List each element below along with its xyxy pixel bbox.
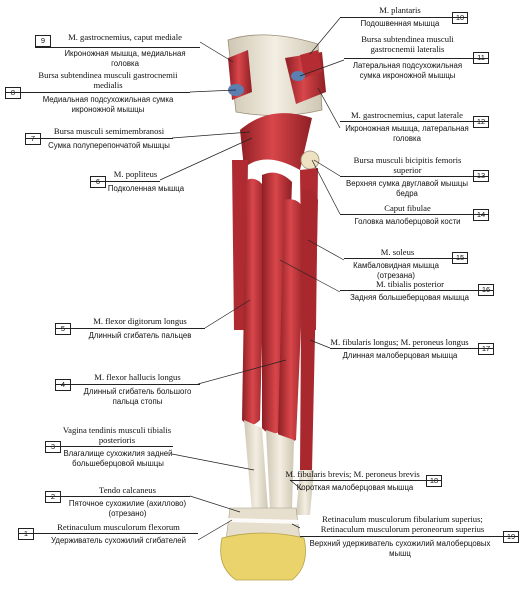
label-8-latin: Bursa subtendinea musculi gastrocnemii m… (38, 70, 178, 90)
label-3-rule (45, 446, 173, 447)
label-19-rule (300, 536, 519, 537)
label-8-rule (5, 92, 190, 93)
label-1-rule (18, 533, 198, 534)
fibula-head (300, 150, 320, 170)
label-9-number: 9 (35, 35, 51, 47)
label-13-russian: Верхняя сумка двуглавой мышцы бедра (346, 179, 468, 198)
label-16-russian: Задняя большеберцовая мышца (350, 293, 469, 302)
label-1-latin: Retinaculum musculorum flexorum (57, 522, 180, 532)
label-14-latin: Caput fibulae (384, 203, 431, 213)
label-18-russian: Короткая малоберцовая мышца (296, 483, 414, 492)
label-16-rule (340, 290, 494, 291)
fibular-tendons (296, 470, 314, 515)
label-12-rule (340, 121, 488, 122)
tendons-lower (244, 420, 268, 512)
label-19-latin: Retinaculum musculorum fibularium superi… (320, 514, 485, 534)
retinaculum (225, 518, 301, 524)
label-14-number: 14 (473, 209, 489, 221)
label-14-russian: Головка малоберцовой кости (354, 217, 461, 226)
flexor-digitorum-longus-muscle (242, 178, 266, 425)
label-15-latin: M. soleus (380, 247, 415, 257)
label-9-latin: M. gastrocnemius, caput mediale (68, 32, 182, 42)
label-9-rule (35, 47, 200, 48)
label-10-latin: M. plantaris (379, 5, 421, 15)
label-8-russian: Медиальная подсухожильная сумка икроножн… (42, 95, 174, 114)
label-1-number: 1 (18, 528, 34, 540)
label-5-number: 5 (55, 323, 71, 335)
label-10-rule (340, 17, 468, 18)
label-5-rule (55, 328, 205, 329)
label-17-latin: M. fibularis longus; M. peroneus longus (330, 337, 469, 347)
label-6-number: 6 (90, 176, 106, 188)
flexor-hallucis-longus-muscle (278, 199, 306, 443)
label-3-russian: Влагалище сухожилия задней большеберцово… (63, 449, 173, 468)
label-6-latin: M. popliteus (113, 169, 158, 179)
label-7-latin: Bursa musculi semimembranosi (53, 126, 165, 136)
label-18-number: 18 (426, 475, 442, 487)
plantaris-muscle (300, 50, 322, 78)
label-2-number: 2 (45, 491, 61, 503)
label-1-russian: Удерживатель сухожилий сгибателей (51, 536, 186, 545)
label-11-russian: Латеральная подсухожильная сумка икронож… (352, 61, 463, 80)
label-5-russian: Длинный сгибатель пальцев (88, 331, 192, 340)
label-7-russian: Сумка полуперепончатой мышцы (48, 141, 170, 150)
label-2-rule (45, 496, 190, 497)
label-18-latin: M. fibularis brevis; M. peroneus brevis (285, 469, 420, 479)
label-3-latin: Vagina tendinis musculi tibialis posteri… (62, 425, 172, 445)
fibularis-longus-muscle (300, 189, 318, 470)
bursa-lateral (291, 71, 305, 81)
soleus-left (232, 160, 248, 330)
label-17-number: 17 (478, 343, 494, 355)
label-13-latin: Bursa musculi bicipitis femoris superior (353, 155, 462, 175)
popliteus-muscle (240, 113, 312, 170)
label-4-rule (55, 384, 200, 385)
heel (220, 532, 306, 581)
label-19-number: 19 (503, 531, 519, 543)
label-7-rule (25, 138, 173, 139)
label-10-russian: Подошвенная мышца (360, 19, 440, 28)
label-6-russian: Подколенная мышца (107, 184, 185, 193)
label-2-latin: Tendo calcaneus (99, 485, 156, 495)
label-12-latin: M. gastrocnemius, caput laterale (351, 110, 463, 120)
label-6-rule (90, 181, 160, 182)
label-12-number: 12 (473, 116, 489, 128)
label-15-rule (344, 258, 468, 259)
label-4-latin: M. flexor hallucis longus (94, 372, 181, 382)
label-9-russian: Икроножная мышца, медиальная головка (64, 49, 186, 68)
label-17-rule (330, 348, 494, 349)
label-17-russian: Длинная малоберцовая мышца (342, 351, 458, 360)
label-11-latin: Bursa subtendinea musculi gastrocnemii l… (361, 34, 454, 54)
label-2-russian: Пяточное сухожилие (ахиллово) (отрезано) (68, 499, 187, 518)
tendons-mid (266, 430, 294, 510)
label-5-latin: M. flexor digitorum longus (93, 316, 187, 326)
label-7-number: 7 (25, 133, 41, 145)
label-11-rule (344, 58, 489, 59)
label-4-number: 4 (55, 379, 71, 391)
label-14-rule (340, 214, 488, 215)
label-15-russian: Камбаловидная мышца (отрезана) (353, 261, 439, 280)
label-16-latin: M. tibialis posterior (375, 279, 445, 289)
label-8-number: 8 (5, 87, 21, 99)
label-13-rule (340, 176, 488, 177)
label-4-russian: Длинный сгибатель большого пальца стопы (83, 387, 192, 406)
label-18-rule (290, 480, 442, 481)
label-12-russian: Икроножная мышца, латеральная головка (345, 124, 469, 143)
label-19-russian: Верхний удерживатель сухожилий малоберцо… (309, 539, 491, 558)
